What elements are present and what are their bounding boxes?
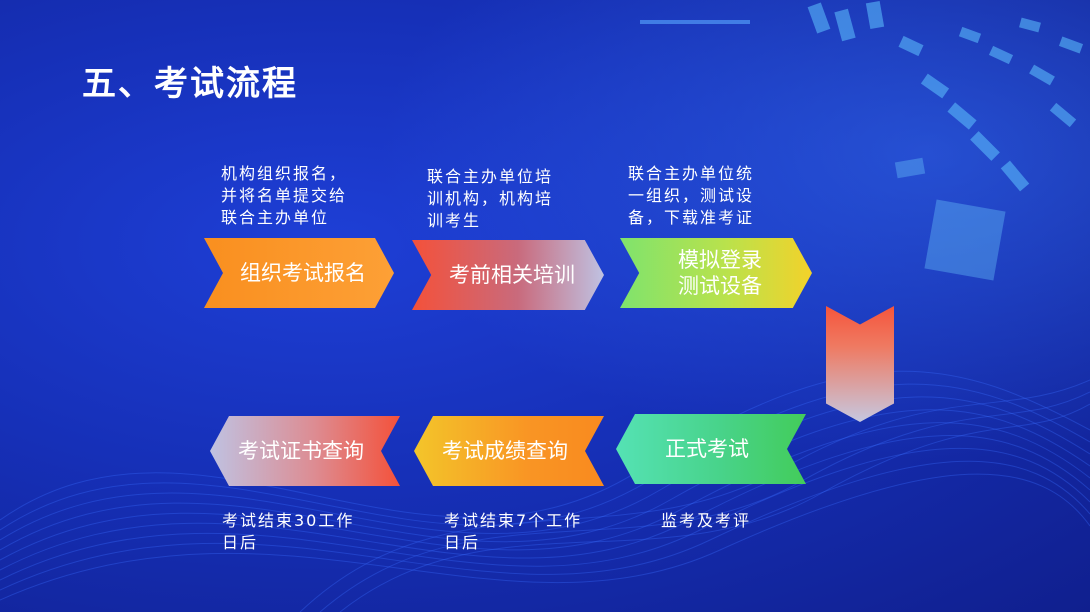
step-5-description: 考试结束7个工作 日后 xyxy=(444,511,583,552)
step-3-description: 联合主办单位统 一组织，测试设 备，下载准考证 xyxy=(628,164,755,227)
step-6-description: 考试结束30工作 日后 xyxy=(222,511,355,552)
step-4-description: 监考及考评 xyxy=(661,511,752,530)
page-title: 五、考试流程 xyxy=(82,64,298,104)
step-1-description: 机构组织报名， 并将名单提交给 联合主办单位 xyxy=(221,164,348,227)
step-organize-registration: 组织考试报名 xyxy=(204,238,394,308)
step-certificate-query: 考试证书查询 xyxy=(210,416,400,486)
step-2-description: 联合主办单位培 训机构，机构培 训考生 xyxy=(427,167,554,230)
step-pre-exam-training: 考前相关培训 xyxy=(412,240,604,310)
step-mock-login-test: 模拟登录 测试设备 xyxy=(620,238,812,308)
step-score-query: 考试成绩查询 xyxy=(414,416,604,486)
flow-down-arrow xyxy=(826,306,894,422)
step-formal-exam: 正式考试 xyxy=(616,414,806,484)
